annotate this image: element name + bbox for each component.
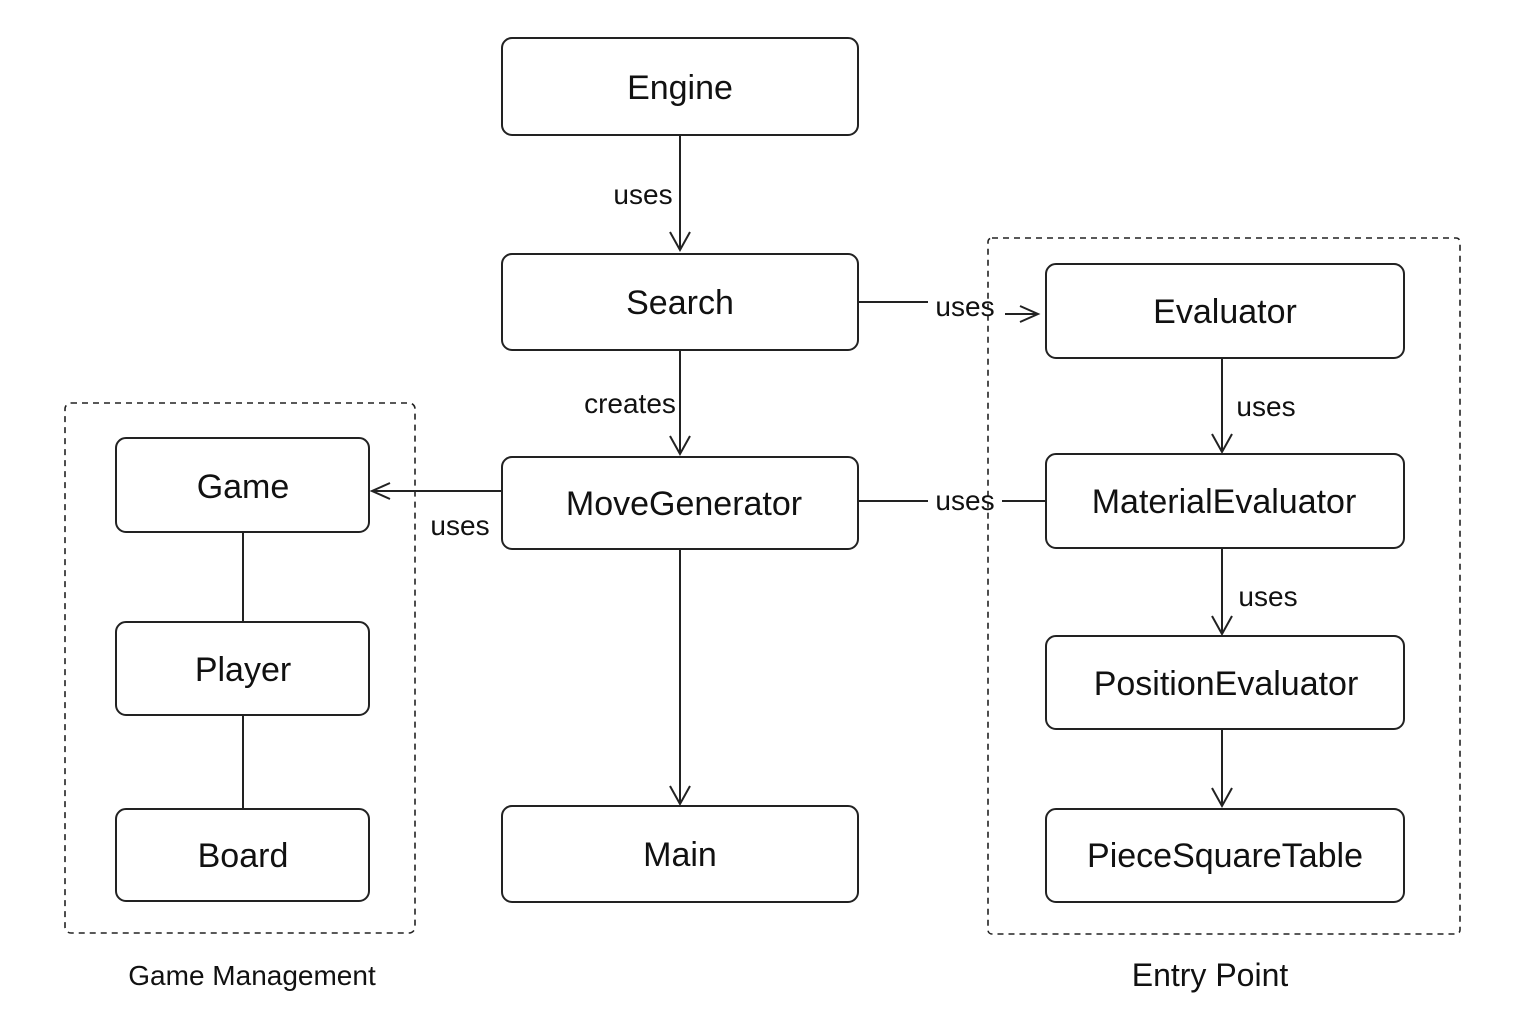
node-engine-label: Engine xyxy=(627,69,733,107)
node-evaluator[interactable]: Evaluator xyxy=(1045,263,1405,359)
edge-move-generator-material-evaluator-label: uses xyxy=(935,485,994,516)
edge-search-evaluator: uses xyxy=(858,291,1041,323)
node-main-label: Main xyxy=(643,836,717,874)
edge-move-generator-material-evaluator: uses xyxy=(858,485,1046,516)
edge-engine-search: uses xyxy=(613,136,691,253)
node-material-evaluator[interactable]: MaterialEvaluator xyxy=(1045,453,1405,549)
group-entry-point-label: Entry Point xyxy=(1132,957,1289,993)
node-position-evaluator-box xyxy=(1045,635,1405,730)
node-piece-square-table[interactable]: PieceSquareTable xyxy=(1045,808,1405,903)
node-board[interactable]: Board xyxy=(115,808,370,902)
node-piece-square-table-label: PieceSquareTable xyxy=(1087,837,1363,875)
node-player[interactable]: Player xyxy=(115,621,370,716)
edge-engine-search-arrowhead xyxy=(669,231,691,253)
group-game-management-label: Game Management xyxy=(128,960,376,991)
node-position-evaluator[interactable]: PositionEvaluator xyxy=(1045,635,1405,730)
edge-search-move-generator-label: creates xyxy=(584,388,676,419)
group-entry-point: Entry Point xyxy=(987,237,1461,993)
node-engine[interactable]: Engine xyxy=(501,37,859,136)
edge-material-evaluator-position-evaluator-arrowhead xyxy=(1211,615,1233,637)
node-move-generator-box xyxy=(501,456,859,550)
edge-move-generator-main-arrowhead xyxy=(669,785,691,807)
edge-search-move-generator: creates xyxy=(584,350,691,457)
node-game-box xyxy=(115,437,370,533)
node-search-label: Search xyxy=(626,284,734,322)
edge-evaluator-material-evaluator-arrowhead xyxy=(1211,433,1233,455)
group-game-management-border xyxy=(64,402,416,934)
node-engine-box xyxy=(501,37,859,136)
node-main-box xyxy=(501,805,859,903)
node-material-evaluator-label: MaterialEvaluator xyxy=(1092,483,1357,521)
edge-evaluator-material-evaluator-label: uses xyxy=(1236,391,1295,422)
group-entry-point-border xyxy=(987,237,1461,935)
node-player-box xyxy=(115,621,370,716)
node-game[interactable]: Game xyxy=(115,437,370,533)
node-position-evaluator-label: PositionEvaluator xyxy=(1094,665,1359,703)
node-move-generator-label: MoveGenerator xyxy=(566,485,802,523)
node-evaluator-label: Evaluator xyxy=(1153,293,1297,331)
edge-material-evaluator-position-evaluator-label: uses xyxy=(1238,581,1297,612)
edge-move-generator-game: uses xyxy=(369,482,502,541)
node-piece-square-table-box xyxy=(1045,808,1405,903)
node-board-label: Board xyxy=(198,837,289,875)
node-main[interactable]: Main xyxy=(501,805,859,903)
edge-engine-search-label: uses xyxy=(613,179,672,210)
node-player-label: Player xyxy=(195,651,291,689)
node-search[interactable]: Search xyxy=(501,253,859,351)
node-board-box xyxy=(115,808,370,902)
edge-move-generator-game-label: uses xyxy=(430,510,489,541)
node-move-generator[interactable]: MoveGenerator xyxy=(501,456,859,550)
edge-material-evaluator-position-evaluator: uses xyxy=(1211,548,1298,637)
edge-position-evaluator-piece-square-table xyxy=(1211,729,1233,809)
edge-search-move-generator-arrowhead xyxy=(669,435,691,457)
node-game-label: Game xyxy=(197,468,290,506)
edge-position-evaluator-piece-square-table-arrowhead xyxy=(1211,787,1233,809)
edge-search-evaluator-label: uses xyxy=(935,291,994,322)
node-evaluator-box xyxy=(1045,263,1405,359)
edge-search-evaluator-arrowhead xyxy=(1019,305,1041,323)
node-search-box xyxy=(501,253,859,351)
edge-move-generator-main xyxy=(669,549,691,807)
edge-move-generator-game-arrowhead xyxy=(369,482,391,500)
node-material-evaluator-box xyxy=(1045,453,1405,549)
edge-evaluator-material-evaluator: uses xyxy=(1211,358,1296,455)
group-game-management: Game Management xyxy=(64,402,416,991)
